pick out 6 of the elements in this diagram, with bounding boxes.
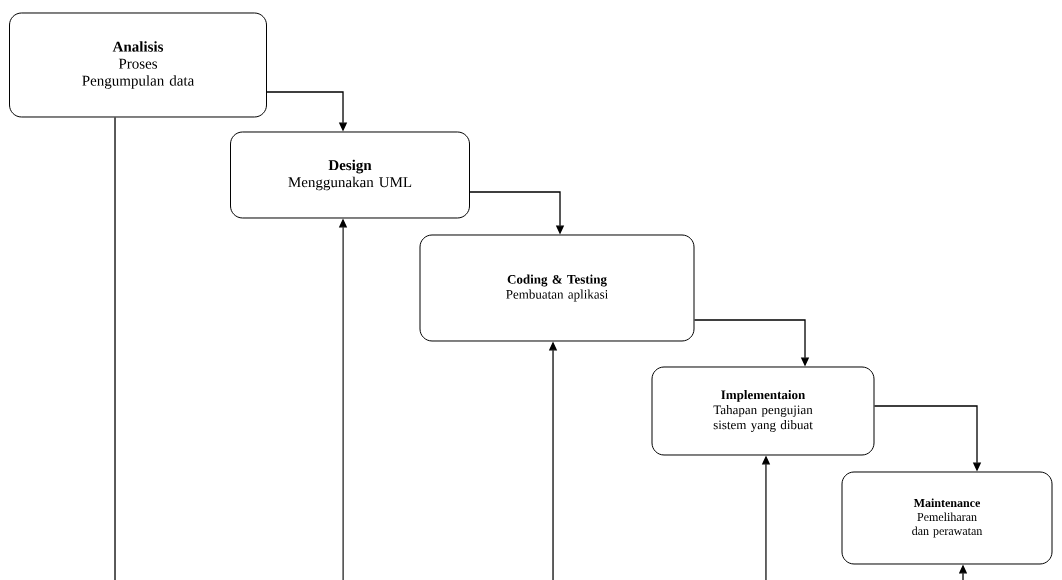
process-box: Design Menggunakan UML bbox=[230, 131, 470, 219]
process-box: Coding & Testing Pembuatan aplikasi bbox=[419, 234, 695, 342]
process-box: Maintenance Pemeliharan dan perawatan bbox=[841, 471, 1053, 565]
line bbox=[114, 116, 116, 580]
process-box: Implementaion Tahapan pengujian sistem yang dibuat bbox=[651, 366, 875, 456]
process-box: Analisis Proses Pengumpulan data bbox=[9, 12, 267, 118]
